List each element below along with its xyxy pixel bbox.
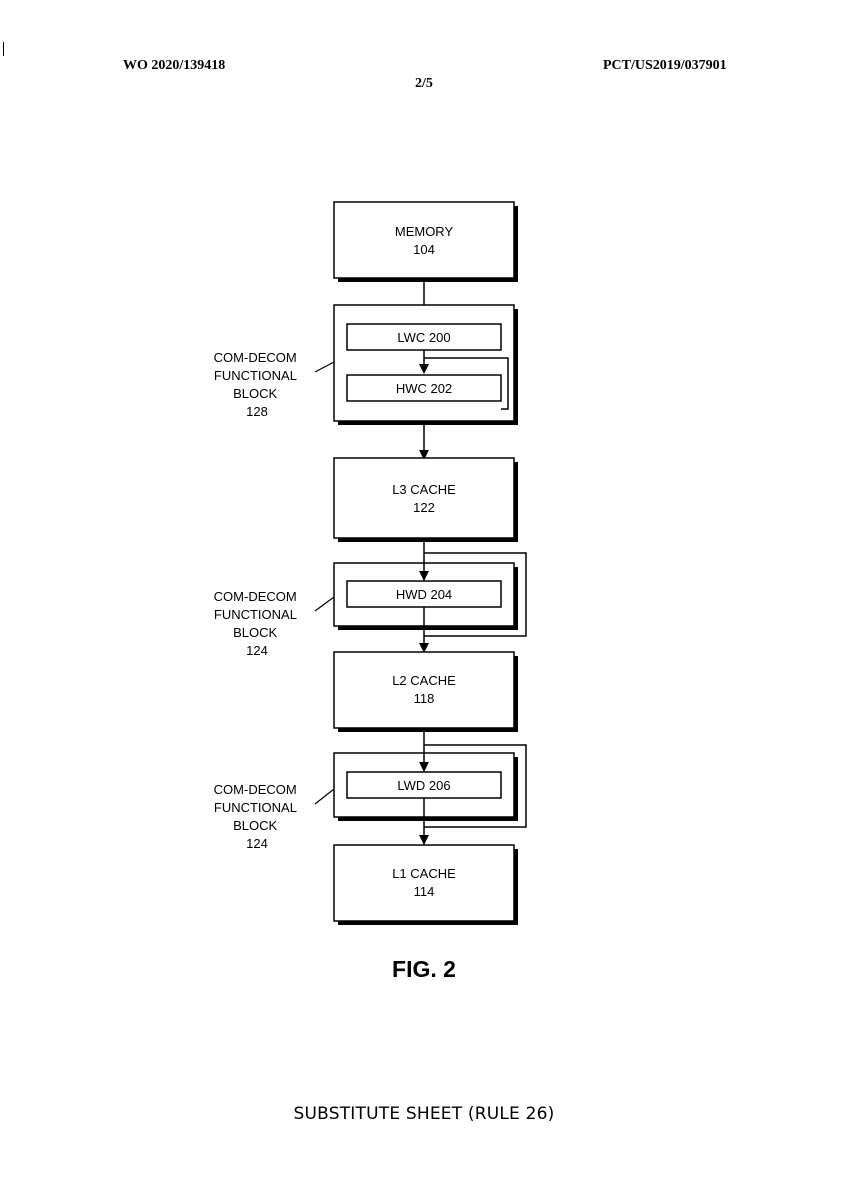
l3-cache-ref: 122 (413, 500, 435, 515)
hwd-label: HWD 204 (396, 587, 452, 602)
com-decom-block-124-lwd: LWD 206 (333, 752, 518, 821)
l3-cache-label: L3 CACHE (392, 482, 456, 497)
memory-block: MEMORY 104 (333, 201, 518, 282)
leader-line-124-a (314, 596, 335, 612)
l1-cache-block: L1 CACHE 114 (333, 844, 518, 925)
functional-block-label-124-a: COM-DECOM FUNCTIONAL BLOCK 124 (214, 589, 301, 658)
lwd-label: LWD 206 (397, 778, 450, 793)
hwc-block (346, 374, 502, 402)
l2-cache-block: L2 CACHE 118 (333, 651, 518, 732)
functional-block-label-128: COM-DECOM FUNCTIONAL BLOCK 128 (214, 350, 301, 419)
leader-line-128 (314, 361, 335, 373)
l2-cache-label: L2 CACHE (392, 673, 456, 688)
margin-mark (3, 42, 4, 56)
publication-number: WO 2020/139418 (123, 58, 226, 73)
figure-label: FIG. 2 (392, 956, 456, 982)
lwc-label: LWC 200 (397, 330, 450, 345)
application-number: PCT/US2019/037901 (603, 58, 727, 73)
l1-cache-ref: 114 (414, 884, 435, 899)
bypass-path-hwc (424, 357, 509, 410)
l2-cache-ref: 118 (414, 691, 435, 706)
com-decom-block-128: LWC 200 HWC 202 (333, 304, 518, 425)
bypass-path-hwd (424, 552, 527, 637)
footer-substitute-sheet: SUBSTITUTE SHEET (RULE 26) (293, 1104, 555, 1124)
lwc-block (346, 323, 502, 351)
l3-cache-block: L3 CACHE 122 (333, 457, 518, 542)
hwd-block (346, 580, 502, 608)
bypass-path-lwd (424, 744, 527, 828)
lwd-block (346, 771, 502, 799)
memory-ref: 104 (413, 242, 435, 257)
l1-cache-label: L1 CACHE (392, 866, 456, 881)
com-decom-block-124-hwd: HWD 204 (333, 562, 518, 630)
memory-label: MEMORY (395, 224, 454, 239)
functional-block-label-124-b: COM-DECOM FUNCTIONAL BLOCK 124 (214, 782, 301, 851)
sheet-number: 2/5 (415, 76, 433, 91)
hwc-label: HWC 202 (396, 381, 452, 396)
leader-line-124-b (314, 788, 335, 805)
